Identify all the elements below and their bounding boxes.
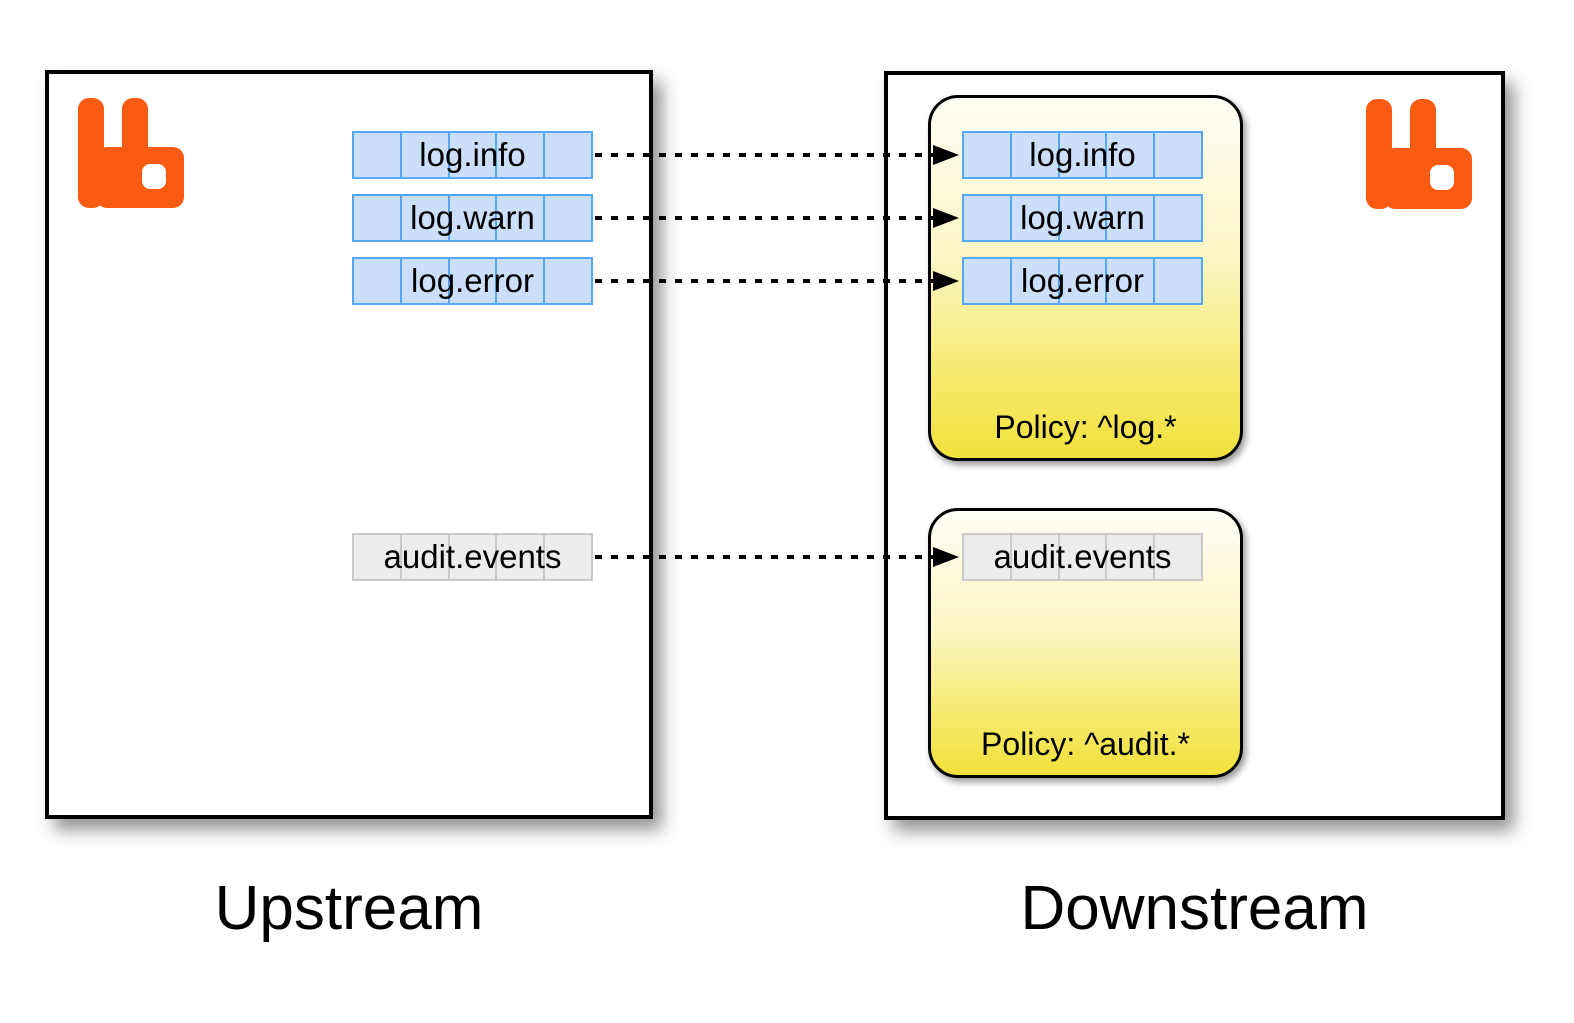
queue-cell (1155, 196, 1201, 240)
queue-cell (1107, 196, 1154, 240)
queue-cell (449, 133, 496, 177)
queue-cell (1059, 196, 1106, 240)
queue-cell (497, 259, 544, 303)
queue-cell (1107, 535, 1154, 579)
queue-cell (545, 259, 591, 303)
policy-box-log: log.info log.warn log.error Policy: ^log… (928, 95, 1243, 461)
queue-cell (401, 535, 448, 579)
queue-cell (1107, 259, 1154, 303)
queue-cell (497, 535, 544, 579)
queue-cell (401, 196, 448, 240)
queue-cell (497, 196, 544, 240)
upstream-broker-box: log.info log.warn log.error audit.events (45, 70, 653, 819)
upstream-queue-log-info: log.info (352, 131, 593, 179)
queue-cell (1059, 259, 1106, 303)
queue-cell (1059, 535, 1106, 579)
queue-cell (354, 259, 400, 303)
downstream-broker-box: log.info log.warn log.error Policy: ^log… (884, 71, 1505, 820)
queue-cell (964, 196, 1010, 240)
queue-cell (449, 196, 496, 240)
queue-cell (964, 133, 1010, 177)
queue-cell (1155, 259, 1201, 303)
downstream-queue-log-info: log.info (962, 131, 1203, 179)
downstream-queue-log-error: log.error (962, 257, 1203, 305)
queue-cell (964, 535, 1010, 579)
queue-cell (1107, 133, 1154, 177)
queue-cell (964, 259, 1010, 303)
queue-cell (545, 133, 591, 177)
queue-cell (545, 196, 591, 240)
upstream-queue-audit-events: audit.events (352, 533, 593, 581)
upstream-queue-log-error: log.error (352, 257, 593, 305)
queue-cell (354, 535, 400, 579)
rabbitmq-logo-icon (1366, 99, 1472, 209)
queue-cell (354, 133, 400, 177)
rabbitmq-logo-icon (78, 98, 184, 208)
queue-cell (1059, 133, 1106, 177)
queue-cell (354, 196, 400, 240)
queue-name-label: log.error (411, 262, 534, 299)
queue-cell (1155, 535, 1201, 579)
upstream-caption: Upstream (214, 874, 484, 943)
queue-cell (545, 535, 591, 579)
queue-name-label: log.warn (1020, 199, 1145, 236)
queue-name-label: audit.events (383, 538, 562, 575)
queue-cell (1011, 259, 1058, 303)
downstream-queue-audit-events: audit.events (962, 533, 1203, 581)
upstream-queue-log-warn: log.warn (352, 194, 593, 242)
queue-cell (1011, 196, 1058, 240)
queue-cell (1011, 133, 1058, 177)
queue-cell (1011, 535, 1058, 579)
queue-cell (401, 259, 448, 303)
queue-name-label: log.warn (410, 199, 535, 236)
queue-cell (449, 259, 496, 303)
queue-cell (449, 535, 496, 579)
queue-cell (401, 133, 448, 177)
policy-box-audit: audit.events Policy: ^audit.* (928, 508, 1243, 778)
queue-name-label: log.error (1021, 262, 1144, 299)
policy-label: Policy: ^audit.* (981, 726, 1190, 762)
downstream-caption: Downstream (1020, 874, 1369, 943)
queue-name-label: audit.events (993, 538, 1172, 575)
downstream-queue-log-warn: log.warn (962, 194, 1203, 242)
queue-name-label: log.info (1029, 136, 1136, 173)
policy-label: Policy: ^log.* (994, 409, 1177, 445)
queue-cell (1155, 133, 1201, 177)
queue-cell (497, 133, 544, 177)
queue-name-label: log.info (419, 136, 526, 173)
